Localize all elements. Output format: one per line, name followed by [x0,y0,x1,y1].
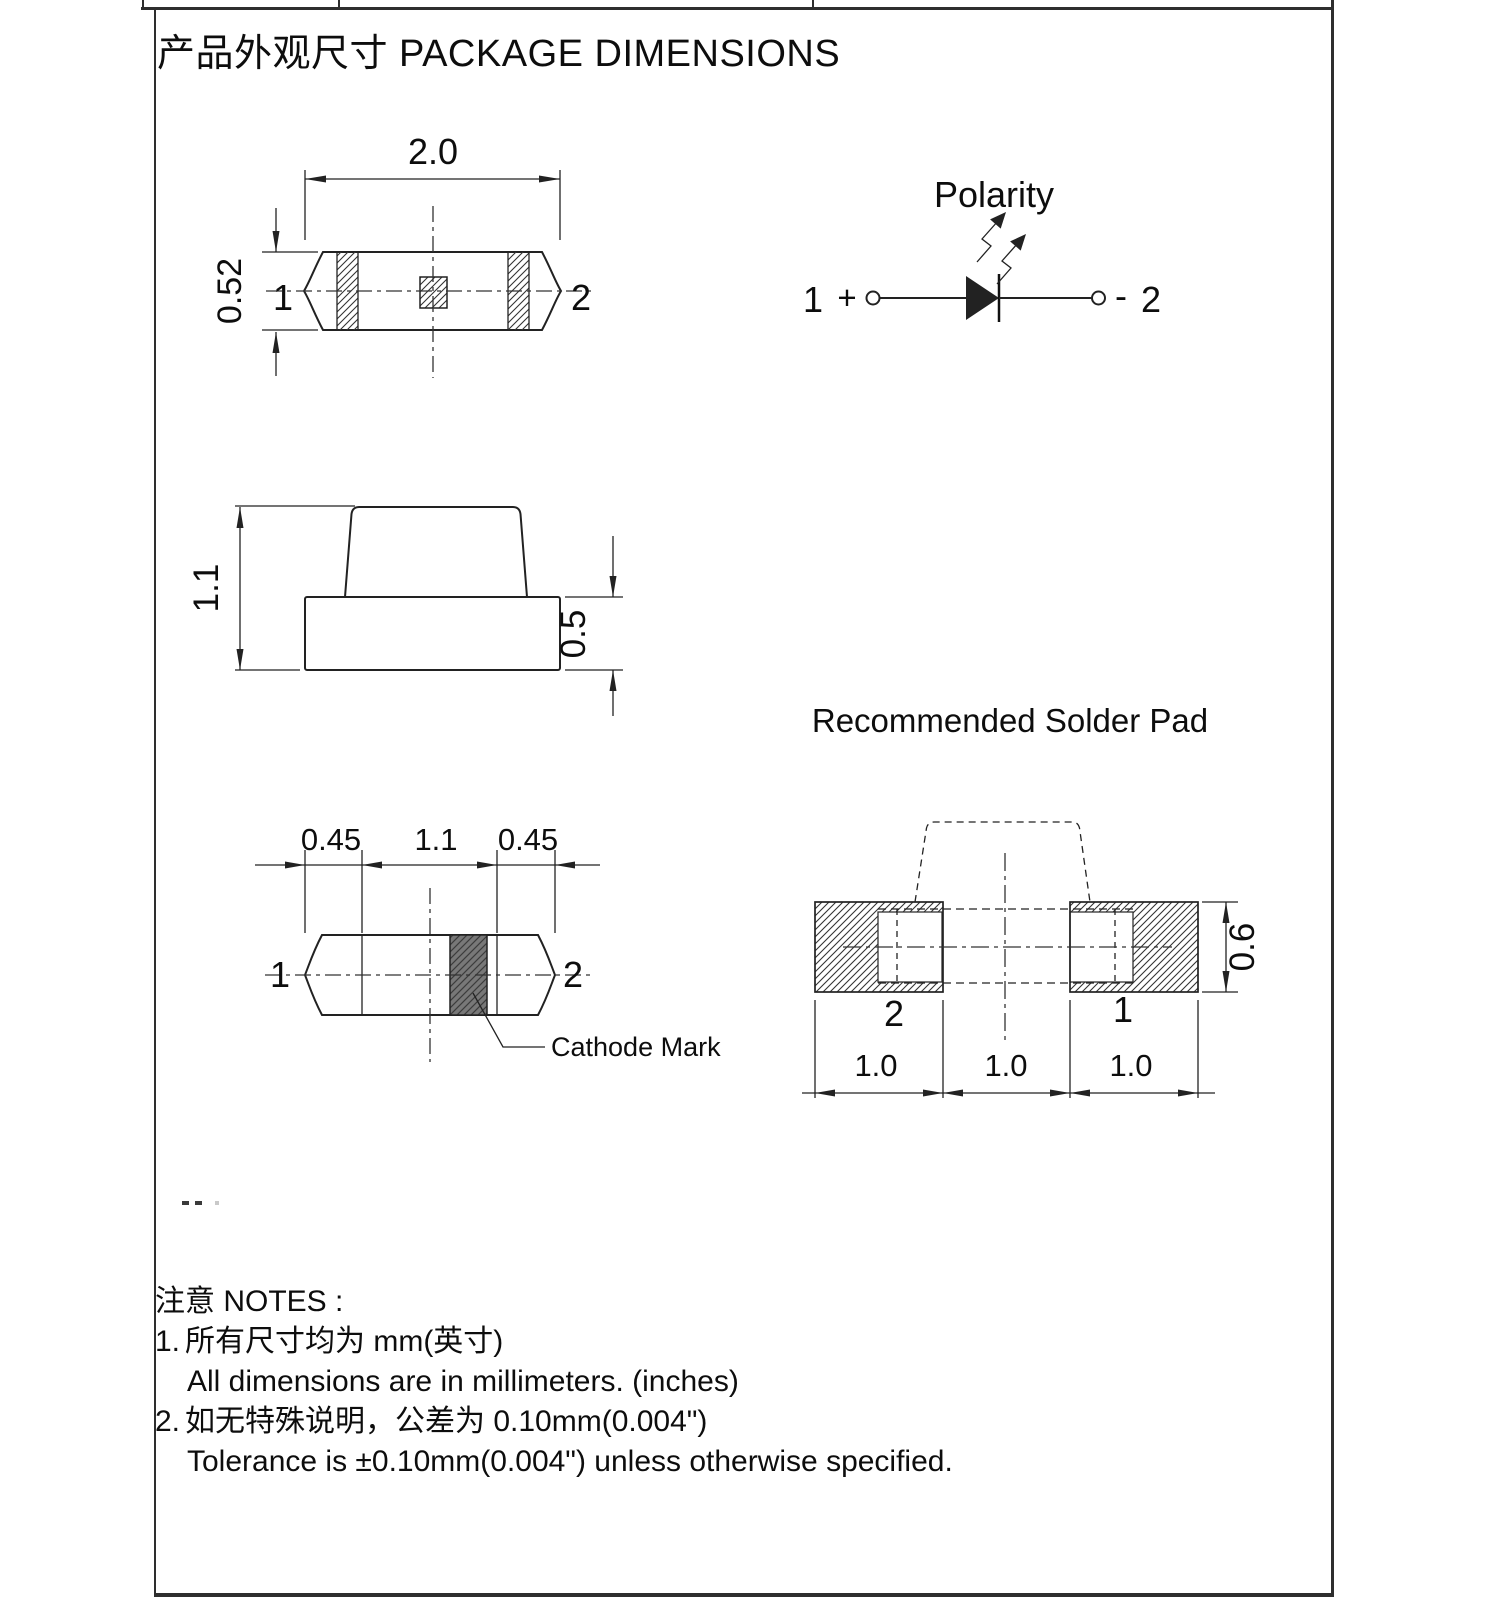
table-cell-divider-left [142,0,144,8]
bottom-view-dim-right: 0.45 [498,822,558,857]
print-artifact-marks [182,1194,219,1212]
led-symbol-triangle [966,276,999,320]
light-emission-arrow [996,234,1026,285]
note-number: 2. [155,1405,181,1438]
page-title: 产品外观尺寸 PACKAGE DIMENSIONS [157,33,841,75]
side-view-base-height-dim: 0.5 [554,610,593,659]
side-view-base [304,596,561,671]
bottom-view-body [303,934,557,1016]
polarity-title: Polarity [934,174,1054,215]
note-item: 1.所有尺寸均为 mm(英寸) [155,1322,1155,1362]
polarity-plus-sign: + [837,279,856,316]
top-view-drawing: 2.0 0.52 1 2 [211,131,592,378]
bottom-view-dim-left: 0.45 [301,822,361,857]
polarity-pin1-label: 1 [803,279,823,320]
side-view-lens [344,506,528,598]
bottom-view-drawing: 0.45 1.1 0.45 1 2 Cathode Mark [255,822,721,1062]
table-cell-divider-right [812,0,814,8]
solder-pad-dim-c: 1.0 [1109,1048,1152,1083]
bottom-view-pin1-label: 1 [270,954,290,995]
note-text-zh: 所有尺寸均为 mm(英寸) [185,1325,504,1358]
light-emission-arrow [976,212,1006,263]
top-view-body [302,251,563,331]
top-view-width-dim: 2.0 [408,131,458,172]
bottom-view-pin2-label: 2 [563,954,583,995]
note-text-en: Tolerance is ±0.10mm(0.004") unless othe… [187,1445,953,1478]
polarity-diagram: Polarity 1 + - 2 [803,174,1161,322]
polarity-minus-sign: - [1115,275,1127,316]
note-item: 2.如无特殊说明，公差为 0.10mm(0.004") [155,1402,1155,1442]
note-text-en: All dimensions are in millimeters. (inch… [187,1365,739,1398]
side-view-total-height-dim: 1.1 [187,564,226,613]
solder-pad-height-dim: 0.6 [1223,923,1262,972]
solder-pad-dim-a: 1.0 [854,1048,897,1083]
table-top-rule [141,7,1333,10]
cathode-mark-leader [472,992,545,1048]
component-outline-dashed [914,821,1091,903]
top-view-pin2-label: 2 [571,277,591,318]
table-cell-divider-mid [338,0,340,8]
notes-section: 注意 NOTES : 1.所有尺寸均为 mm(英寸) All dimension… [155,1282,1155,1482]
bottom-view-dim-center: 1.1 [414,822,457,857]
solder-pad-title: Recommended Solder Pad [811,702,1209,739]
side-view-drawing: 1.1 0.5 [187,505,623,716]
page-border-left [154,8,156,1596]
solder-pad-2-label: 2 [884,993,904,1034]
note-text-zh: 如无特殊说明，公差为 0.10mm(0.004") [185,1405,708,1438]
polarity-anode-terminal [865,290,881,306]
cathode-mark-label: Cathode Mark [551,1032,721,1062]
solder-pad-1-label: 1 [1113,989,1133,1030]
page-border-right [1331,0,1334,1597]
solder-pad-dim-b: 1.0 [984,1048,1027,1083]
top-view-pin1-label: 1 [273,277,293,318]
polarity-pin2-label: 2 [1141,279,1161,320]
solder-pad-drawing: 2 1 1.0 1.0 1.0 0.6 [802,821,1262,1098]
note-number: 1. [155,1325,181,1358]
top-view-height-dim: 0.52 [211,258,249,324]
notes-heading: 注意 NOTES : [155,1285,344,1318]
polarity-cathode-terminal [1091,290,1106,306]
page-border-bottom [154,1593,1334,1597]
